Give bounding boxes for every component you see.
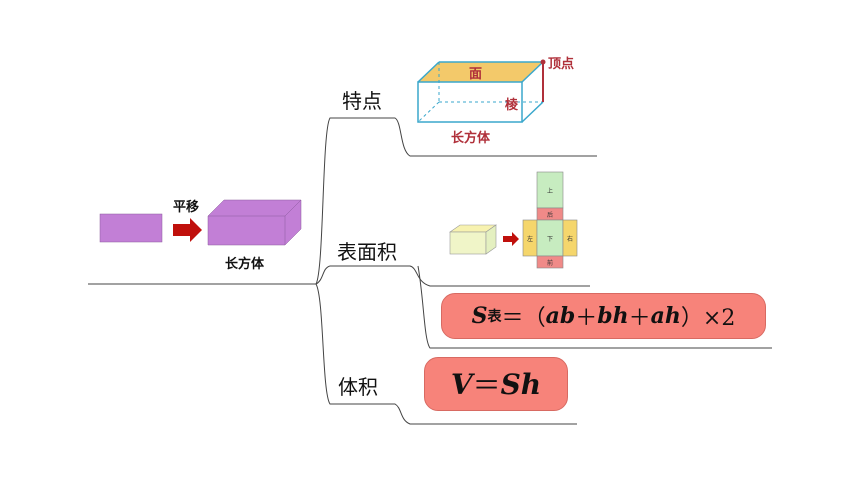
- face-label: 面: [469, 67, 482, 82]
- formula-plus-1: ＋: [575, 306, 598, 331]
- result-label: 长方体: [225, 256, 265, 272]
- vertex-label: 顶点: [548, 56, 574, 72]
- root-illustration: 平移 长方体: [99, 199, 302, 272]
- formula-term-bh: bh: [597, 303, 629, 329]
- cuboid-edge-br: [521, 101, 544, 123]
- branch-label-features: 特点: [342, 89, 382, 113]
- small-box-front: [449, 231, 487, 255]
- formula-term-ah: ah: [650, 303, 681, 329]
- branch-label-volume: 体积: [338, 375, 378, 399]
- net-front: [536, 255, 564, 269]
- net-right: [562, 219, 578, 257]
- formula-equals: ＝: [501, 306, 524, 331]
- edge-label: 棱: [505, 97, 519, 113]
- surface-net-diagram: 上 后 左 下 右 前: [449, 171, 578, 269]
- net-label-front: 前: [547, 259, 553, 267]
- vertex-dot: [540, 59, 546, 65]
- formula-symbol-s: S: [471, 303, 488, 329]
- cuboid-diagram: 面 顶点 棱 长方体: [417, 56, 574, 146]
- hidden-edge-2: [417, 101, 440, 123]
- cuboid-top-face: [418, 62, 543, 82]
- formula-plus-2: ＋: [628, 306, 651, 331]
- formula-close-times-2: ）×2: [680, 306, 736, 331]
- cuboid-label: 长方体: [451, 130, 491, 146]
- box-net: [522, 171, 578, 269]
- net-bottom: [536, 219, 564, 257]
- purple-rectangle: [99, 213, 163, 243]
- volume-equals: ＝: [472, 369, 501, 402]
- right-arrow-icon: [173, 218, 202, 242]
- mindmap-connectors: [88, 117, 772, 425]
- cuboid-edge-tl: [417, 61, 440, 83]
- connector-surface-formula: [417, 265, 772, 349]
- cuboid-front-face: [417, 81, 523, 123]
- small-box-side: [485, 224, 497, 255]
- connector-volume: [315, 283, 577, 425]
- small-red-arrow-icon: [503, 232, 519, 246]
- cuboid-hidden-edges: [417, 62, 543, 123]
- purple-prism-shape: [207, 199, 302, 246]
- net-label-right: 右: [567, 235, 573, 243]
- net-face-labels: 上 后 左 下 右 前: [527, 187, 573, 267]
- formula-symbol-v: V: [450, 367, 473, 401]
- cuboid-edge-tr: [521, 61, 544, 83]
- connector-surface: [315, 265, 590, 287]
- formula-sh: Sh: [500, 367, 542, 401]
- connector-features: [315, 117, 597, 285]
- net-label-top: 上: [547, 187, 553, 195]
- net-label-left: 左: [527, 235, 533, 243]
- net-label-back: 后: [547, 211, 553, 219]
- volume-formula: V＝Sh: [424, 357, 568, 411]
- formula-term-ab: ab: [545, 303, 576, 329]
- formula-open-paren: （: [523, 306, 546, 331]
- formula-subscript: 表: [487, 309, 502, 325]
- cuboid-edges: [417, 61, 544, 123]
- net-label-bottom: 下: [547, 236, 553, 243]
- prism-edge-2: [284, 199, 302, 217]
- branch-label-surface-area: 表面积: [337, 240, 397, 264]
- net-top: [536, 171, 564, 209]
- move-label: 平移: [173, 199, 199, 215]
